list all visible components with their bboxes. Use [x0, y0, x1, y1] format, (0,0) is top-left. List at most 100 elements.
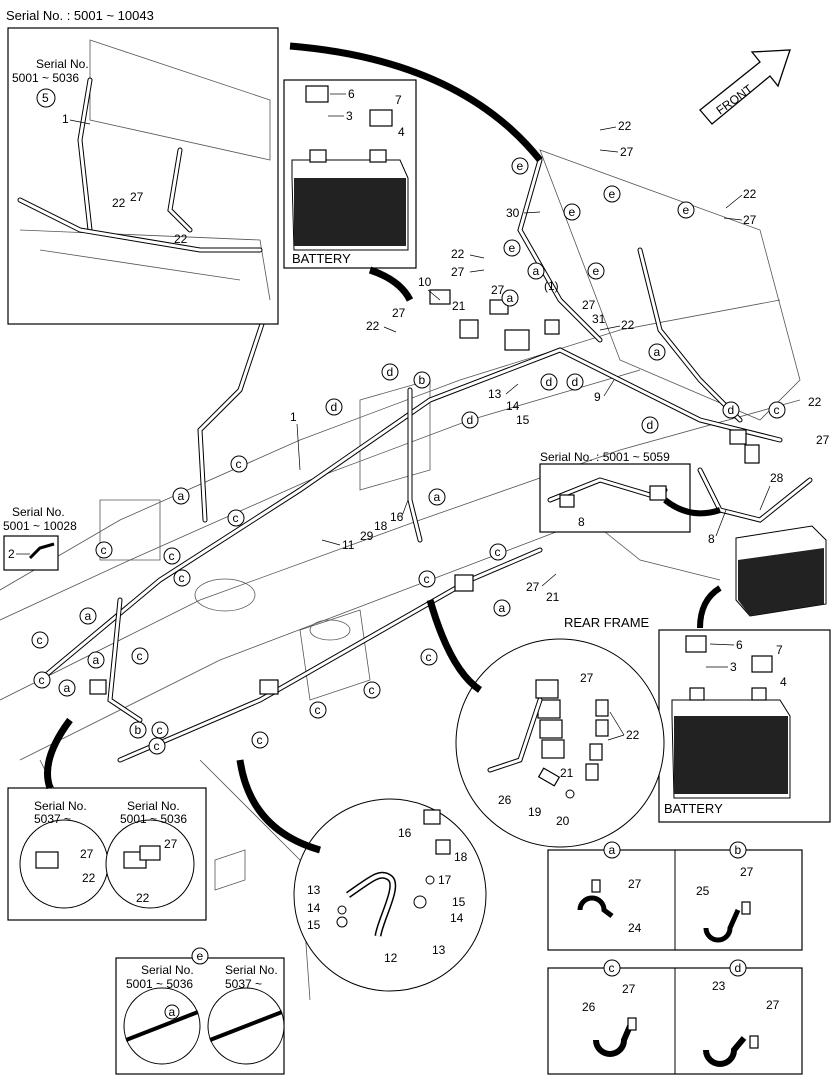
svg-text:27: 27: [392, 306, 406, 320]
svg-text:7: 7: [395, 93, 402, 107]
svg-text:27: 27: [582, 298, 596, 312]
svg-text:5037 ~: 5037 ~: [34, 812, 71, 826]
svg-text:c: c: [495, 545, 501, 559]
rear-frame-detail: REAR FRAME 27 22 21 26 19 20: [455, 615, 665, 848]
inset-battery-top: 6 3 7 4 BATTERY: [283, 79, 417, 269]
svg-text:15: 15: [516, 413, 530, 427]
svg-text:14: 14: [506, 399, 520, 413]
svg-text:a: a: [507, 291, 514, 305]
svg-text:c: c: [154, 739, 160, 753]
svg-text:22: 22: [626, 728, 640, 742]
svg-text:e: e: [683, 203, 690, 217]
svg-text:30: 30: [506, 206, 520, 220]
svg-text:22: 22: [621, 318, 635, 332]
svg-text:c: c: [257, 733, 263, 747]
svg-text:15: 15: [307, 918, 321, 932]
svg-text:27: 27: [130, 190, 144, 204]
svg-text:b: b: [135, 723, 142, 737]
svg-text:21: 21: [452, 299, 466, 313]
main-part-labels: 30 10 21 27 (1) 27 31 22 22 27 22 27 22 …: [290, 119, 830, 604]
svg-text:Serial No. : 5001 ~ 5059: Serial No. : 5001 ~ 5059: [540, 450, 670, 464]
svg-text:27: 27: [622, 982, 636, 996]
svg-text:27: 27: [740, 865, 754, 879]
svg-text:5001 ~ 10028: 5001 ~ 10028: [3, 519, 77, 533]
svg-text:a: a: [169, 1005, 176, 1019]
svg-text:27: 27: [766, 998, 780, 1012]
svg-text:c: c: [137, 649, 143, 663]
svg-text:c: c: [369, 683, 375, 697]
svg-text:2: 2: [8, 547, 15, 561]
svg-text:26: 26: [582, 1000, 596, 1014]
svg-text:c: c: [424, 572, 430, 586]
svg-text:4: 4: [398, 125, 405, 139]
clip-tags: e e e e e e a a a b d d d d d d d c a a …: [31, 157, 786, 755]
svg-text:29: 29: [360, 529, 374, 543]
svg-text:18: 18: [454, 850, 468, 864]
svg-text:1: 1: [62, 112, 69, 126]
svg-text:16: 16: [398, 826, 412, 840]
svg-text:REAR FRAME: REAR FRAME: [564, 615, 650, 630]
rear-battery: [735, 525, 827, 617]
svg-text:d: d: [647, 418, 654, 432]
front-direction-arrow: FRONT: [699, 49, 791, 125]
svg-text:4: 4: [780, 675, 787, 689]
svg-text:a: a: [85, 609, 92, 623]
svg-text:27: 27: [80, 847, 94, 861]
svg-text:3: 3: [346, 109, 353, 123]
svg-text:e: e: [569, 205, 576, 219]
svg-text:5037 ~: 5037 ~: [225, 977, 262, 991]
svg-text:13: 13: [307, 883, 321, 897]
svg-text:d: d: [735, 961, 742, 975]
svg-text:25: 25: [696, 884, 710, 898]
svg-text:a: a: [93, 653, 100, 667]
svg-text:10: 10: [418, 275, 432, 289]
svg-text:a: a: [609, 843, 616, 857]
svg-text:22: 22: [808, 395, 822, 409]
svg-text:14: 14: [307, 901, 321, 915]
svg-text:Serial No.: Serial No.: [34, 799, 87, 813]
svg-text:22: 22: [743, 187, 757, 201]
svg-text:5: 5: [42, 91, 49, 105]
main-harness: [37, 157, 813, 763]
svg-text:22: 22: [136, 891, 150, 905]
chassis-frame: [0, 149, 801, 1001]
svg-text:c: c: [37, 633, 43, 647]
svg-text:a: a: [499, 601, 506, 615]
svg-text:22: 22: [618, 119, 632, 133]
svg-text:7: 7: [776, 643, 783, 657]
svg-text:27: 27: [451, 265, 465, 279]
svg-text:5001 ~ 5036: 5001 ~ 5036: [120, 812, 187, 826]
svg-text:22: 22: [451, 247, 465, 261]
svg-text:27: 27: [620, 145, 634, 159]
svg-text:a: a: [654, 345, 661, 359]
svg-text:31: 31: [592, 312, 606, 326]
svg-text:19: 19: [528, 805, 542, 819]
svg-text:8: 8: [578, 515, 585, 529]
svg-text:c: c: [426, 650, 432, 664]
svg-text:23: 23: [712, 979, 726, 993]
svg-text:a: a: [434, 490, 441, 504]
svg-text:e: e: [593, 264, 600, 278]
svg-text:a: a: [533, 264, 540, 278]
svg-text:12: 12: [384, 951, 398, 965]
svg-text:27: 27: [491, 283, 505, 297]
svg-text:d: d: [572, 375, 579, 389]
svg-text:27: 27: [628, 877, 642, 891]
svg-text:a: a: [178, 489, 185, 503]
svg-text:13: 13: [488, 387, 502, 401]
svg-text:26: 26: [498, 793, 512, 807]
inset-e-clips: e Serial No. 5001 ~ 5036 Serial No. 5037…: [115, 947, 285, 1075]
svg-text:5001 ~ 5036: 5001 ~ 5036: [126, 977, 193, 991]
svg-text:c: c: [236, 457, 242, 471]
svg-text:e: e: [609, 187, 616, 201]
svg-text:17: 17: [438, 873, 452, 887]
svg-text:e: e: [509, 241, 516, 255]
inset-part-2: Serial No. 5001 ~ 10028 2: [3, 505, 77, 571]
svg-text:15: 15: [452, 895, 466, 909]
svg-text:Serial No.: Serial No.: [141, 963, 194, 977]
svg-text:c: c: [609, 961, 615, 975]
svg-text:d: d: [331, 400, 338, 414]
svg-text:21: 21: [546, 590, 560, 604]
svg-text:14: 14: [450, 911, 464, 925]
